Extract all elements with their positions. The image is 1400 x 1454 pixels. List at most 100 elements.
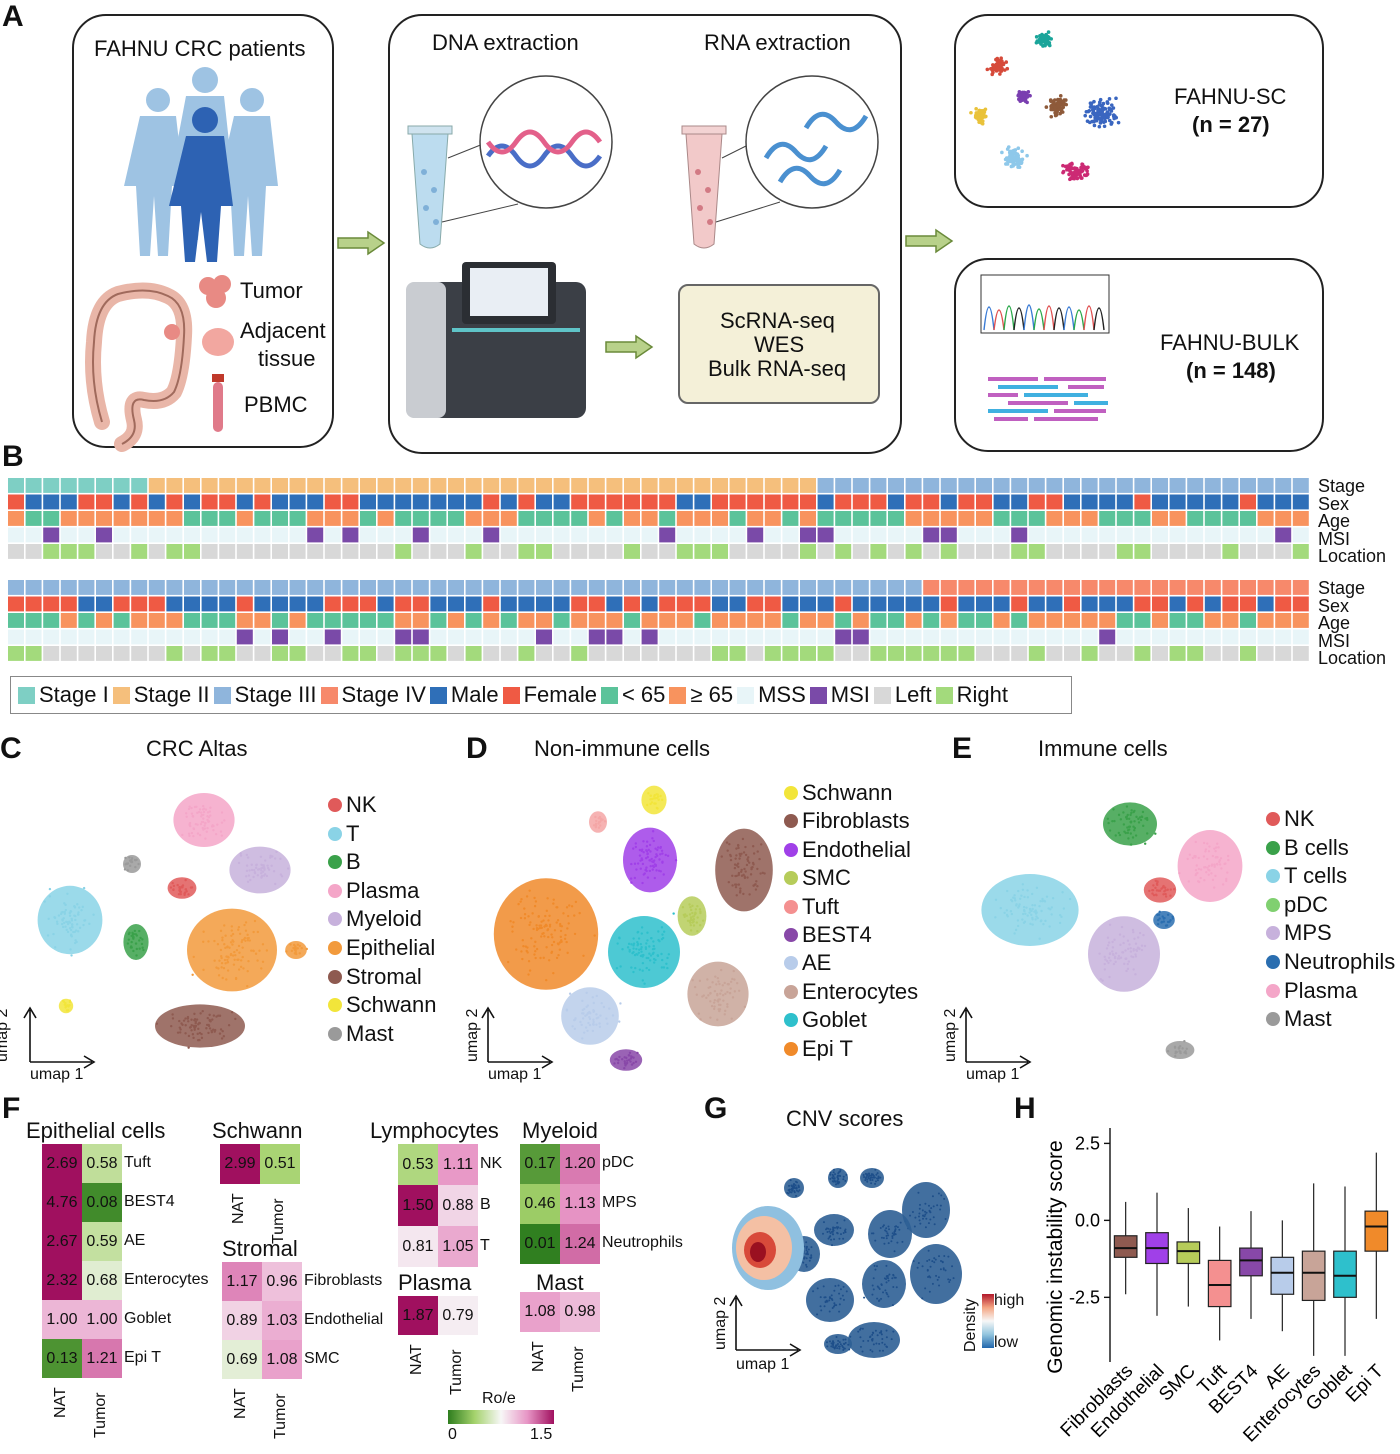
cell-point [691, 904, 694, 908]
clinical-cell [1222, 613, 1239, 628]
cell-point [1154, 893, 1158, 896]
umap-e-xlabel: umap 1 [966, 1066, 1020, 1083]
clinical-cell [78, 478, 95, 493]
cell-point [584, 1014, 587, 1017]
cell-point [250, 868, 254, 872]
cell-point [713, 1005, 716, 1008]
clinical-cell [553, 527, 570, 543]
cell-point [634, 845, 638, 849]
cnv-point [836, 1347, 839, 1350]
cell-point [660, 958, 664, 962]
cell-point [218, 959, 221, 962]
cell-point [733, 866, 737, 870]
clinical-cell [782, 596, 799, 612]
clinical-cell [1240, 478, 1256, 493]
cnv-point [876, 1172, 879, 1175]
cell-point [618, 1020, 621, 1023]
cell-point [1103, 968, 1107, 971]
cell-point [1152, 893, 1156, 897]
clinical-cell [659, 544, 676, 559]
cell-point [135, 954, 138, 957]
roe-cell: 0.88 [438, 1185, 478, 1226]
cnv-point [918, 1207, 921, 1210]
cell-point [630, 1063, 634, 1066]
clinical-cell [254, 596, 271, 612]
cell-point [184, 812, 188, 815]
cell-point [574, 1017, 577, 1020]
cell-point [726, 1003, 729, 1006]
clinical-cell [1257, 544, 1274, 559]
legend-label: Stage I [39, 682, 109, 707]
assay-bulk: Bulk RNA-seq [708, 356, 847, 381]
clinical-cell [852, 646, 869, 661]
cell-point [220, 955, 223, 958]
cell-point [1118, 957, 1121, 960]
cell-point [628, 1054, 631, 1057]
clinical-cell [483, 494, 500, 510]
cnv-point [894, 1225, 897, 1228]
cnv-point [828, 1340, 831, 1343]
cnv-point [794, 1187, 797, 1190]
clinical-cell [43, 596, 60, 612]
cell-point [130, 940, 133, 944]
cnv-point [859, 1336, 862, 1339]
clinical-cell [764, 580, 781, 595]
cell-point [716, 976, 720, 980]
cnv-point [873, 1264, 876, 1267]
assay-wes: WES [754, 332, 805, 357]
cnv-point [841, 1294, 844, 1297]
clinical-cell [518, 544, 535, 559]
cell-point [68, 927, 72, 930]
cell-point [180, 886, 183, 889]
cell-point [141, 938, 144, 941]
cell-point [1199, 876, 1202, 880]
track-label: Location [1318, 546, 1387, 567]
cell-point [1113, 819, 1116, 823]
cell-point [190, 831, 194, 835]
cell-point [1196, 880, 1200, 883]
clinical-cell [148, 580, 165, 595]
cell-point [556, 942, 560, 945]
clinical-cell [1064, 596, 1080, 612]
cell-point [686, 919, 690, 922]
cell-point [1188, 853, 1192, 856]
legend-dot [1266, 1012, 1280, 1027]
cnv-point [871, 1179, 874, 1182]
clinical-cell [588, 596, 605, 612]
cell-point [588, 1017, 592, 1021]
cell-point [689, 908, 693, 912]
clinical-cell [184, 527, 200, 543]
roe-col-label: NAT [52, 1387, 69, 1418]
cell-point [253, 868, 256, 872]
cell-point [229, 941, 233, 944]
clinical-cell [888, 613, 904, 628]
cell-point [660, 926, 664, 929]
clinical-cell [905, 511, 922, 526]
track-label: MSI [1318, 528, 1351, 549]
cell-point [221, 1030, 224, 1033]
clinical-cell [606, 613, 623, 628]
clinical-cell [571, 511, 588, 526]
cell-point [256, 930, 260, 934]
cell-point [65, 1004, 68, 1007]
cell-point [544, 914, 547, 918]
legend-swatch [18, 686, 35, 704]
cell-point [70, 954, 73, 957]
cell-point [285, 950, 288, 953]
cell-point [726, 990, 729, 994]
clinical-cell [1134, 494, 1151, 510]
cnv-point [842, 1349, 845, 1352]
umap-legend-item: Schwann [784, 780, 893, 806]
clinical-cell [571, 613, 588, 628]
cnv-point [935, 1274, 938, 1277]
patients-figure-icon [124, 67, 278, 262]
legend-dot [1266, 897, 1280, 912]
clinical-cell [1257, 629, 1274, 645]
rna-extraction-label: RNA extraction [704, 30, 851, 55]
cell-point [1040, 909, 1043, 913]
cell-point [599, 1014, 602, 1017]
cell-point [580, 1023, 583, 1027]
clinical-cell [1292, 646, 1309, 661]
cell-point [246, 984, 249, 988]
clinical-cell [430, 580, 447, 595]
